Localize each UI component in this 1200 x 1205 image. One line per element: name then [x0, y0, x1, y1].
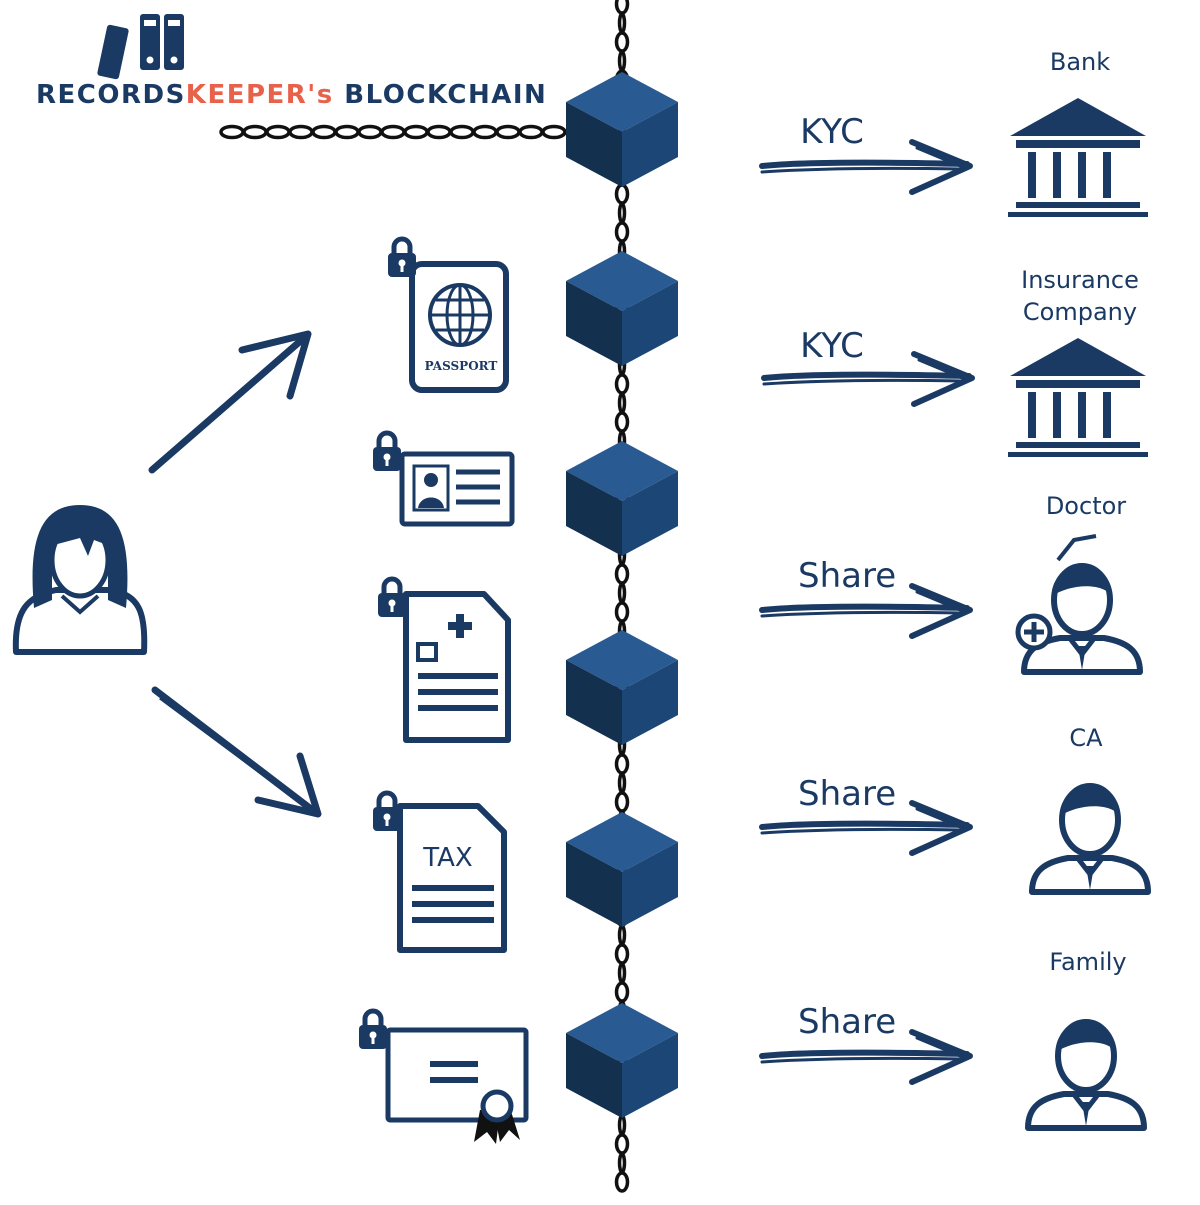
- insurance-company-icon: [1008, 338, 1148, 457]
- tax-document-lock-icon: [373, 793, 401, 831]
- chain-link: [614, 563, 630, 585]
- chain-link: [617, 1114, 627, 1136]
- medical-record-lock-icon: [378, 579, 406, 617]
- doctor-icon: [1015, 534, 1140, 672]
- passport-icon: PASSPORT: [409, 261, 509, 393]
- chain-link: [614, 943, 630, 965]
- chain-link: [617, 1152, 627, 1174]
- action-label-doctor: Share: [798, 556, 897, 596]
- certificate-lock-icon: [359, 1011, 387, 1049]
- chain-link: [219, 124, 245, 140]
- chain-link: [288, 124, 314, 140]
- chain-link: [541, 124, 567, 140]
- chain-link: [518, 124, 544, 140]
- entity-label-ca: CA: [1069, 724, 1103, 752]
- block-6: [566, 1003, 678, 1118]
- chain-link: [617, 582, 627, 604]
- chain-link: [617, 924, 627, 946]
- chain-link: [614, 753, 630, 775]
- chain-link: [617, 50, 627, 72]
- chain-link: [614, 411, 630, 433]
- chain-link: [449, 124, 475, 140]
- entity-label-insurance: Insurance Company: [1021, 266, 1139, 326]
- id-card-icon: [399, 451, 515, 527]
- block-3: [566, 441, 678, 556]
- passport-lock-icon: [388, 239, 416, 277]
- arrow-bank: [762, 142, 970, 192]
- chain-link: [617, 12, 627, 34]
- logo-word-keepers: KEEPER's: [185, 80, 334, 110]
- chain-link: [380, 124, 406, 140]
- tax-document-icon: TAX: [397, 803, 507, 953]
- chain-link: [311, 124, 337, 140]
- arrow-to-documents-up: [148, 330, 312, 474]
- action-label-ca: Share: [798, 774, 897, 814]
- id-card-lock-icon: [373, 433, 401, 471]
- chain-link: [617, 962, 627, 984]
- action-label-bank: KYC: [800, 112, 864, 152]
- chain-link: [403, 124, 429, 140]
- certificate-icon: [385, 1027, 529, 1144]
- block-4: [566, 630, 678, 745]
- arrow-insurance: [764, 354, 972, 404]
- chain-link: [357, 124, 383, 140]
- chain-link: [242, 124, 268, 140]
- logo-word-blockchain: BLOCKCHAIN: [333, 80, 548, 110]
- chain-link: [334, 124, 360, 140]
- chain-link: [614, 1171, 630, 1193]
- block-2: [566, 251, 678, 366]
- action-label-insurance: KYC: [800, 326, 864, 366]
- medical-record-icon: [403, 591, 511, 743]
- bank-icon: [1008, 98, 1148, 217]
- horizontal-chain: [219, 124, 567, 140]
- chain-link: [614, 601, 630, 623]
- family-member-icon: [1028, 1022, 1144, 1128]
- action-label-family: Share: [798, 1002, 897, 1042]
- chain-link: [426, 124, 452, 140]
- chain-link: [614, 981, 630, 1003]
- chain-link: [614, 183, 630, 205]
- entity-label-doctor: Doctor: [1045, 492, 1127, 520]
- chain-link: [614, 791, 630, 813]
- chain-link: [614, 1133, 630, 1155]
- chain-link: [614, 31, 630, 53]
- logo-binders-icon: [97, 14, 184, 80]
- entity-label-family: Family: [1049, 948, 1127, 976]
- logo-text: RECORDSKEEPER's BLOCKCHAIN: [36, 80, 547, 110]
- entity-label-bank: Bank: [1049, 48, 1111, 76]
- logo-word-records: RECORDS: [36, 80, 186, 110]
- user-woman-icon: [12, 505, 148, 655]
- chain-link: [617, 392, 627, 414]
- chain-link: [472, 124, 498, 140]
- chain-link: [617, 772, 627, 794]
- chain-link: [614, 221, 630, 243]
- chain-link: [617, 202, 627, 224]
- arrow-to-documents-down: [151, 686, 322, 818]
- chain-link: [614, 0, 630, 15]
- chain-link: [614, 373, 630, 395]
- block-5: [566, 812, 678, 927]
- tax-label: TAX: [422, 843, 472, 873]
- block-1: [566, 72, 678, 187]
- chain-link: [265, 124, 291, 140]
- chain-link: [495, 124, 521, 140]
- passport-label: PASSPORT: [425, 359, 498, 373]
- ca-icon: [1032, 786, 1148, 892]
